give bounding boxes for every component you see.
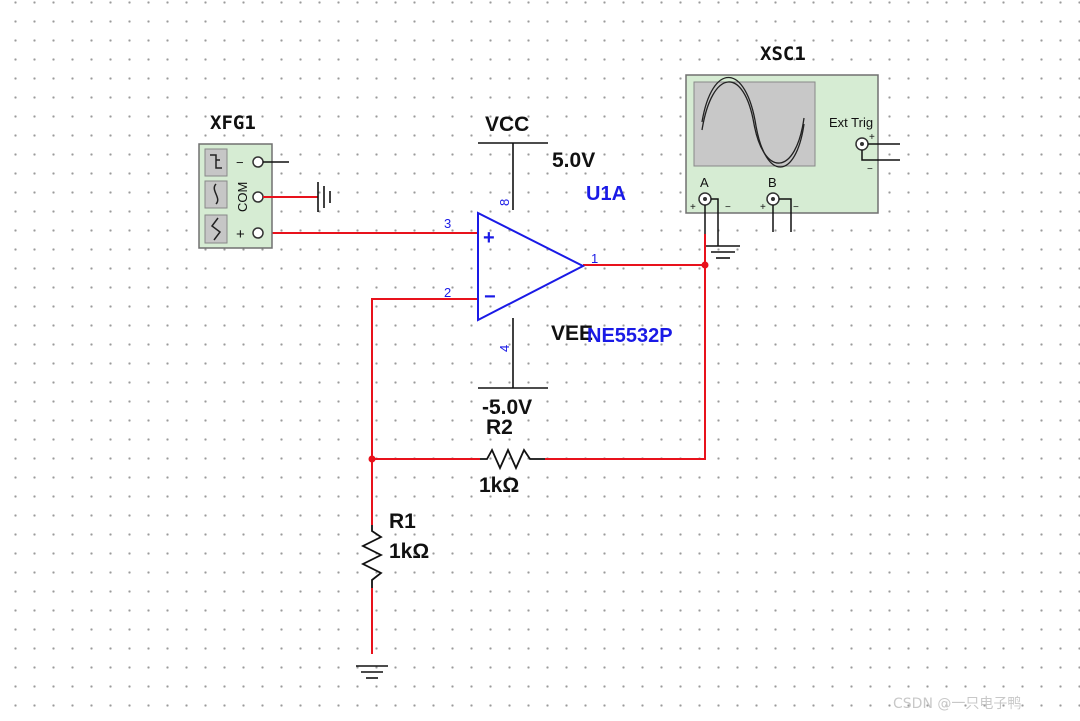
channel-a-label: A	[700, 175, 709, 190]
r1-ref: R1	[389, 510, 416, 533]
vee-supply[interactable]: VEE -5.0V	[478, 318, 593, 419]
vcc-name: VCC	[485, 113, 529, 136]
channel-a-minus: −	[725, 202, 731, 213]
wire-feedback-right[interactable]	[545, 265, 706, 460]
fg-minus-label: −	[236, 155, 244, 170]
opamp-ref: U1A	[586, 183, 626, 205]
vcc-value: 5.0V	[552, 149, 595, 172]
vcc-supply[interactable]: VCC 5.0V	[478, 113, 595, 210]
wire-inverting-input[interactable]	[371, 298, 478, 459]
function-generator[interactable]: XFG1 COM − +	[198, 112, 318, 249]
junction-feedback	[368, 455, 376, 463]
sine-wave-icon	[213, 183, 219, 205]
r1-zigzag	[360, 525, 384, 588]
r1-value: 1kΩ	[389, 540, 429, 563]
scope-trace-2	[701, 77, 805, 168]
ext-trig-label: Ext Trig	[829, 115, 873, 130]
function-generator-ref: XFG1	[210, 112, 256, 134]
channel-a-terminal-core	[703, 197, 707, 201]
r2-zigzag	[480, 447, 545, 471]
ground-symbol-scope	[706, 245, 740, 259]
oscilloscope[interactable]: XSC1 Ext Trig + − A B + − + −	[685, 43, 900, 246]
ground-symbol-generator	[317, 182, 331, 212]
opamp-plus-sign: +	[483, 227, 495, 249]
opamp-triangle	[477, 211, 586, 322]
wires	[262, 232, 706, 654]
opamp-part: NE5532P	[587, 325, 673, 347]
fg-plus-terminal[interactable]	[252, 227, 264, 239]
ext-trig-leads	[861, 143, 900, 161]
pin-vcc: 8	[497, 199, 512, 206]
fg-com-terminal[interactable]	[252, 191, 264, 203]
opamp-minus-sign: −	[484, 286, 496, 308]
junction-output	[701, 261, 709, 269]
channel-b-plus: +	[760, 202, 766, 213]
fg-plus-label: +	[236, 226, 245, 243]
com-label: COM	[235, 182, 250, 212]
channel-b-label: B	[768, 175, 777, 190]
ground-symbol-r1	[356, 665, 388, 679]
triangle-wave-icon	[210, 217, 222, 241]
watermark: CSDN @一只电子鸭	[893, 696, 1021, 712]
r2-ref: R2	[486, 416, 513, 439]
pin-in-minus: 2	[444, 285, 451, 300]
square-wave-icon	[210, 154, 222, 169]
pin-out: 1	[591, 251, 598, 266]
resistor-r1[interactable]: R1 1kΩ	[360, 510, 429, 588]
ext-trig-terminal-core	[860, 142, 864, 146]
vee-value: -5.0V	[482, 396, 532, 419]
ext-trig-minus: −	[867, 164, 873, 175]
vee-name: VEE	[551, 322, 593, 345]
pin-vee: 4	[497, 345, 512, 352]
oscilloscope-ref: XSC1	[760, 43, 806, 65]
channel-b-terminal-core	[771, 197, 775, 201]
resistor-r2[interactable]: R2 1kΩ	[479, 416, 545, 497]
channel-a-plus: +	[690, 202, 696, 213]
channel-b-minus: −	[793, 202, 799, 213]
channel-b-leads	[772, 198, 792, 232]
r2-value: 1kΩ	[479, 474, 519, 497]
ext-trig-plus: +	[869, 132, 875, 143]
channel-a-leads	[704, 198, 719, 246]
fg-minus-terminal[interactable]	[252, 156, 264, 168]
pin-in-plus: 3	[444, 216, 451, 231]
opamp[interactable]: + − 3 2 1 8 4 U1A NE5532P	[444, 183, 673, 352]
scope-trace-1	[701, 81, 805, 164]
